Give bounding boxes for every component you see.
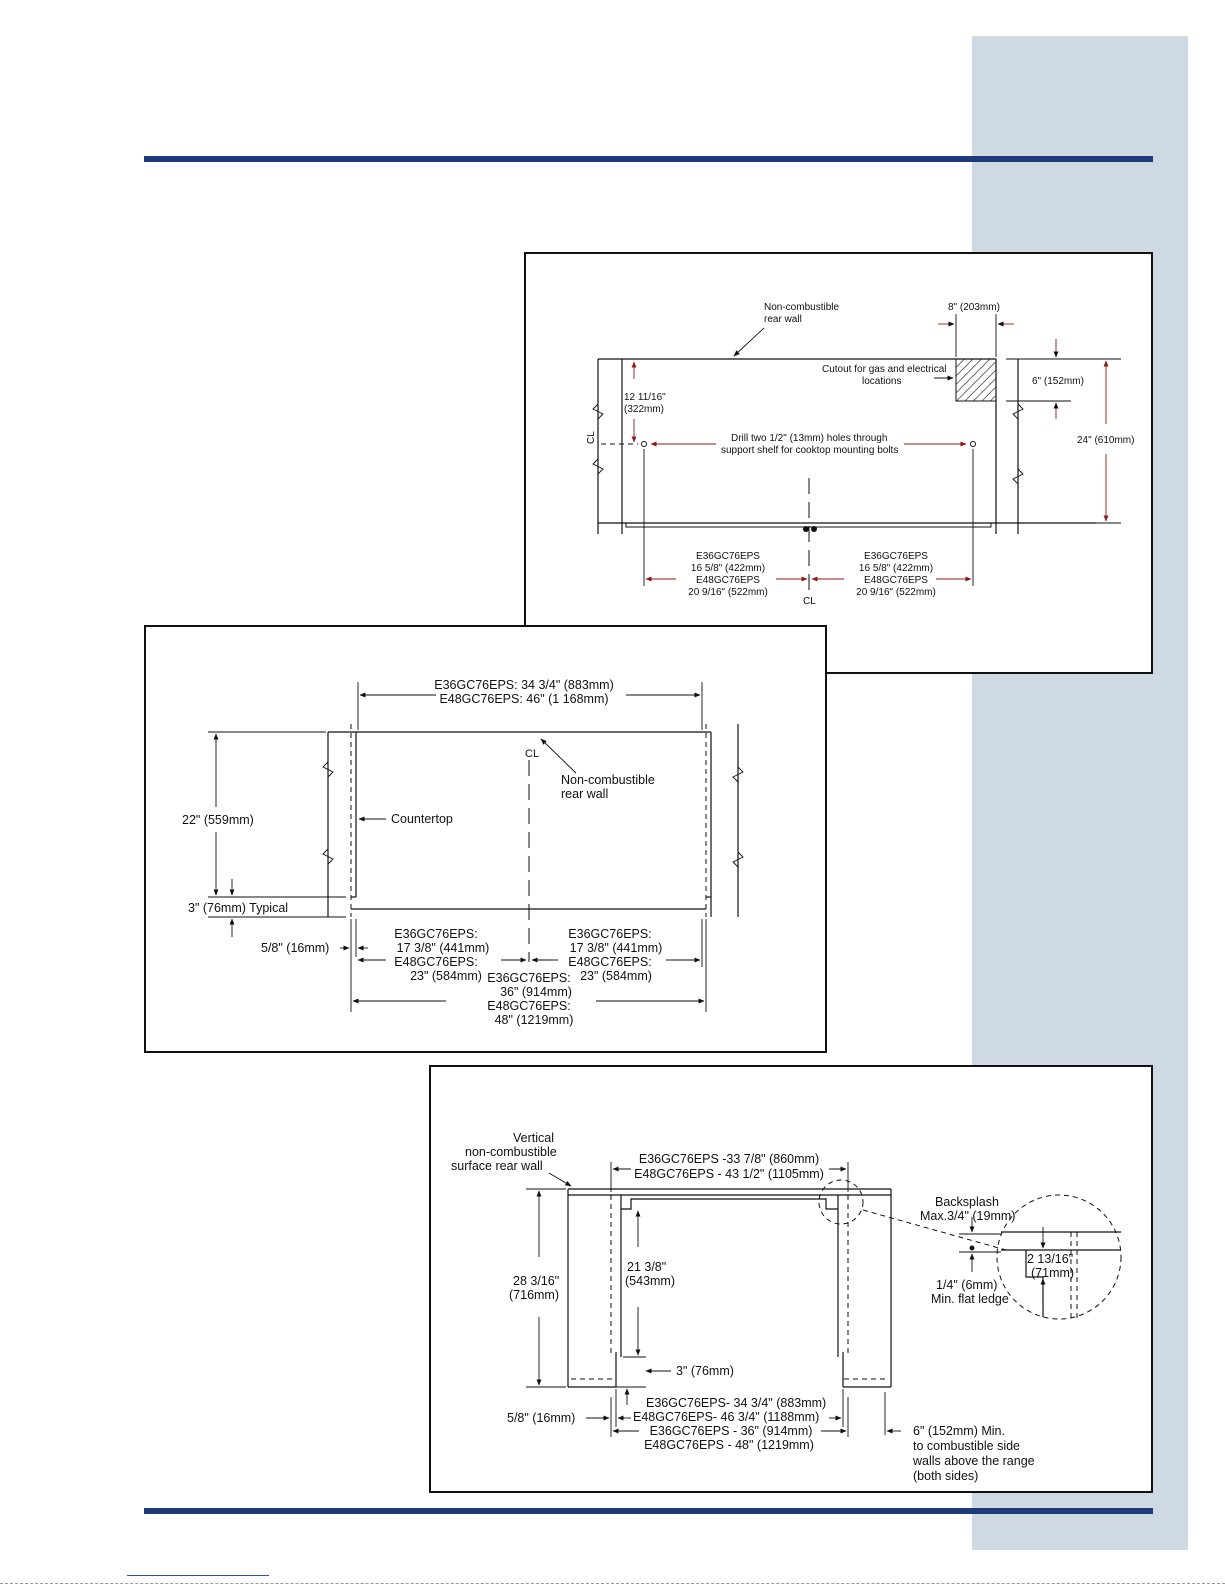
wall-label-2: non-combustible xyxy=(465,1145,557,1159)
left-half-value-2: 23" (584mm) xyxy=(410,969,482,983)
dim-12-mm-label: (322mm) xyxy=(624,404,664,415)
side-clearance-label: 6" (152mm) Min. xyxy=(913,1424,1005,1438)
left-half-value-1: 17 3/8" (441mm) xyxy=(397,941,490,955)
rear-wall-label: Non-combustible xyxy=(764,302,839,313)
dim-8-label: 8" (203mm) xyxy=(948,302,1000,313)
detail-circle xyxy=(996,1194,1122,1320)
dim-28-label-2: (716mm) xyxy=(509,1288,559,1302)
dim-21-label-2: (543mm) xyxy=(625,1274,675,1288)
overall-model-1: E36GC76EPS: xyxy=(487,971,570,985)
detail-dim-label-2: (71mm) xyxy=(1031,1266,1074,1280)
hole-right xyxy=(970,441,976,447)
right-dim-value-2: 20 9/16" (522mm) xyxy=(856,587,936,598)
side-clearance-label-4: (both sides) xyxy=(913,1469,978,1483)
header-rule xyxy=(144,156,1153,162)
dim-12-label: 12 11/16" xyxy=(624,392,666,403)
left-half-model-2: E48GC76EPS: xyxy=(394,955,477,969)
footer-rule xyxy=(144,1508,1153,1514)
right-half-model-1: E36GC76EPS: xyxy=(568,927,651,941)
wall-label-3: surface rear wall xyxy=(451,1159,543,1173)
figure-top-drawing: 12 11/16" (322mm) CL 8" (203mm) 6" (152m… xyxy=(586,302,1134,607)
figure-bottom: Backsplash Max.3/4" (19mm) 1/4" (6mm) Mi… xyxy=(429,1065,1153,1493)
backsplash-label: Backsplash xyxy=(935,1195,999,1209)
left-dim-model-1: E36GC76EPS xyxy=(696,551,760,562)
ledge-label-2: Min. flat ledge xyxy=(931,1292,1009,1306)
ledge-label: 1/4" (6mm) xyxy=(936,1278,997,1292)
top-dim-label-2: E48GC76EPS - 43 1/2" (1105mm) xyxy=(634,1167,824,1181)
inner-dim-label: E36GC76EPS- 34 3/4" (883mm) xyxy=(646,1396,826,1410)
figure-middle: CL E36GC76EPS: 34 3/4" (883mm) E48GC76EP… xyxy=(144,625,827,1053)
right-half-value-1: 17 3/8" (441mm) xyxy=(570,941,663,955)
cutout-hatch xyxy=(955,358,997,402)
backsplash-label-2: Max.3/4" (19mm) xyxy=(920,1209,1015,1223)
dim-3-label: 3" (76mm) xyxy=(676,1364,734,1378)
cutout-label-2: locations xyxy=(862,376,901,387)
page-bottom-edge xyxy=(0,1583,1225,1584)
left-dim-value-1: 16 5/8" (422mm) xyxy=(691,563,765,574)
overall-value-2: 48" (1219mm) xyxy=(495,1013,574,1027)
figure-bottom-drawing: Backsplash Max.3/4" (19mm) 1/4" (6mm) Mi… xyxy=(451,1131,1122,1483)
right-dim-value-1: 16 5/8" (422mm) xyxy=(859,563,933,574)
dim-21-label: 21 3/8" xyxy=(627,1260,666,1274)
overall-model-2: E48GC76EPS: xyxy=(487,999,570,1013)
overall-value-1: 36" (914mm) xyxy=(500,985,572,999)
side-clearance-label-3: walls above the range xyxy=(912,1454,1035,1468)
right-half-model-2: E48GC76EPS: xyxy=(568,955,651,969)
left-half-model-1: E36GC76EPS: xyxy=(394,927,477,941)
dim-28-label: 28 3/16" xyxy=(513,1274,559,1288)
wall-label: Vertical xyxy=(513,1131,554,1145)
left-dim-value-2: 20 9/16" (522mm) xyxy=(688,587,768,598)
rear-wall-label-2: rear wall xyxy=(764,314,802,325)
centerline-label-left: CL xyxy=(586,431,597,444)
outer-dim-label-2: E48GC76EPS - 48" (1219mm) xyxy=(644,1438,814,1452)
cutout-label: Cutout for gas and electrical xyxy=(822,364,947,375)
top-dim-label: E36GC76EPS -33 7/8" (860mm) xyxy=(639,1152,819,1166)
width-label-2: E48GC76EPS: 46" (1 168mm) xyxy=(439,692,608,706)
inner-dim-label-2: E48GC76EPS- 46 3/4" (1188mm) xyxy=(633,1410,819,1424)
rear-wall-label-2: rear wall xyxy=(561,787,608,801)
right-dim-model-2: E48GC76EPS xyxy=(864,575,928,586)
dim-6-label: 6" (152mm) xyxy=(1032,376,1084,387)
countertop-label: Countertop xyxy=(391,812,453,826)
width-label-1: E36GC76EPS: 34 3/4" (883mm) xyxy=(434,678,614,692)
figure-middle-drawing: CL E36GC76EPS: 34 3/4" (883mm) E48GC76EP… xyxy=(182,678,744,1027)
dim-24-label: 24" (610mm) xyxy=(1077,435,1134,446)
right-half-value-2: 23" (584mm) xyxy=(580,969,652,983)
right-dim-model-1: E36GC76EPS xyxy=(864,551,928,562)
hole-left xyxy=(641,441,647,447)
detail-dim-label: 2 13/16" xyxy=(1027,1252,1073,1266)
footer-link-underline xyxy=(127,1575,269,1576)
centerline-label: CL xyxy=(525,748,539,760)
outer-dim-label: E36GC76EPS - 36" (914mm) xyxy=(650,1424,813,1438)
drill-label-2: support shelf for cooktop mounting bolts xyxy=(721,445,898,456)
dim-58-label: 5/8" (16mm) xyxy=(507,1411,575,1425)
side-clearance-label-2: to combustible side xyxy=(913,1439,1020,1453)
centerline-label-bottom: CL xyxy=(803,596,816,607)
left-dim-model-2: E48GC76EPS xyxy=(696,575,760,586)
figure-top: 12 11/16" (322mm) CL 8" (203mm) 6" (152m… xyxy=(524,252,1153,674)
drill-label: Drill two 1/2" (13mm) holes through xyxy=(731,433,887,444)
dim-58-label: 5/8" (16mm) xyxy=(261,941,329,955)
dim-3-label: 3" (76mm) Typical xyxy=(188,901,288,915)
dim-22-label: 22" (559mm) xyxy=(182,813,254,827)
rear-wall-label: Non-combustible xyxy=(561,773,655,787)
